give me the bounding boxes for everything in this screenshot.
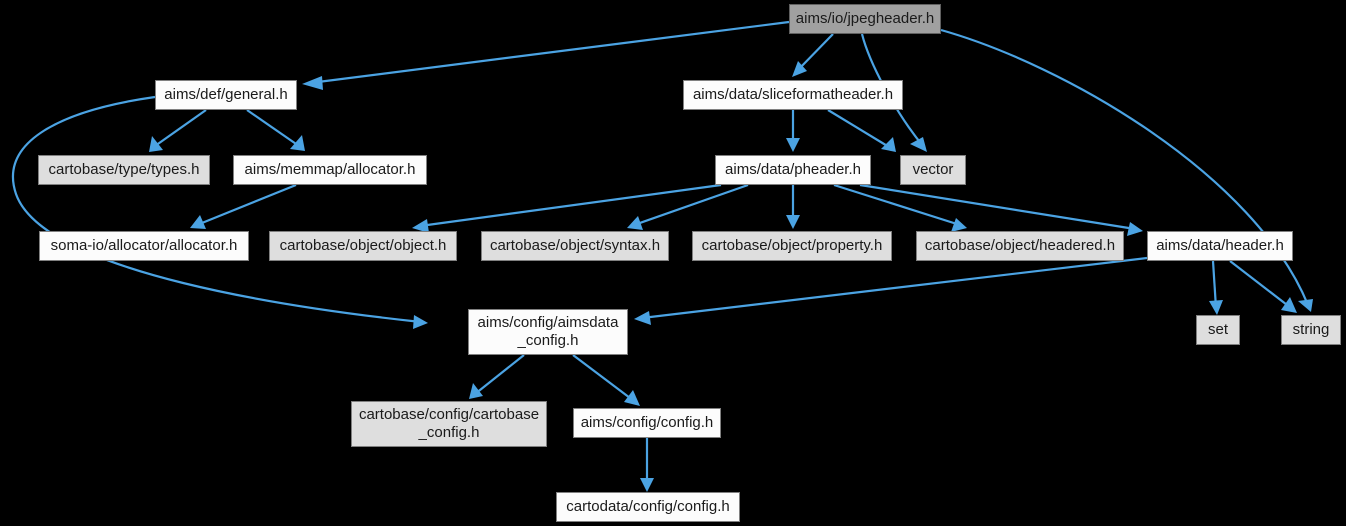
graph-edge <box>11 95 428 329</box>
graph-node-label: aims/def/general.h <box>164 86 288 103</box>
graph-edge <box>190 183 297 229</box>
graph-node-pheader[interactable]: aims/data/pheader.h <box>715 155 871 185</box>
arrow-head-icon <box>951 218 967 232</box>
arrow-head-icon <box>1209 300 1223 315</box>
graph-edge <box>792 33 834 77</box>
arrow-head-icon <box>640 478 654 492</box>
arrow-head-icon <box>792 61 807 77</box>
graph-node-label: cartobase/object/syntax.h <box>489 237 661 254</box>
graph-edge <box>940 28 1313 312</box>
arrow-head-icon <box>302 76 323 90</box>
arrow-head-icon <box>624 390 640 406</box>
graph-edge <box>827 109 896 152</box>
arrow-head-icon <box>634 311 651 325</box>
graph-node-somaalloc[interactable]: soma-io/allocator/allocator.h <box>39 231 249 261</box>
graph-edge <box>302 20 790 90</box>
graph-node-label: aims/io/jpegheader.h <box>795 10 935 27</box>
graph-node-label: cartobase/object/headered.h <box>924 237 1116 254</box>
graph-node-aimsdataconfig[interactable]: aims/config/aimsdata _config.h <box>468 309 628 355</box>
graph-node-label: soma-io/allocator/allocator.h <box>50 237 238 254</box>
graph-edge <box>149 109 207 152</box>
graph-node-label: aims/data/header.h <box>1156 237 1284 254</box>
graph-node-label: cartobase/config/cartobase _config.h <box>358 406 540 441</box>
graph-node-jpegheader[interactable]: aims/io/jpegheader.h <box>789 4 941 34</box>
graph-node-cartobaseconfig[interactable]: cartobase/config/cartobase _config.h <box>351 401 547 447</box>
graph-node-header[interactable]: aims/data/header.h <box>1147 231 1293 261</box>
arrow-head-icon <box>627 216 643 230</box>
graph-node-object[interactable]: cartobase/object/object.h <box>269 231 457 261</box>
graph-node-label: set <box>1207 321 1228 338</box>
graph-edge <box>859 183 1143 236</box>
graph-edge <box>786 185 800 229</box>
arrow-head-icon <box>1127 222 1143 236</box>
graph-node-property[interactable]: cartobase/object/property.h <box>692 231 892 261</box>
graph-edge <box>833 183 967 232</box>
graph-edge <box>469 354 525 399</box>
graph-node-label: aims/data/sliceformatheader.h <box>692 86 894 103</box>
arrow-head-icon <box>881 137 896 152</box>
graph-node-syntax[interactable]: cartobase/object/syntax.h <box>481 231 669 261</box>
arrow-head-icon <box>190 215 206 229</box>
arrow-head-icon <box>412 219 429 233</box>
graph-node-general[interactable]: aims/def/general.h <box>155 80 297 110</box>
graph-node-aimsconfig[interactable]: aims/config/config.h <box>573 408 721 438</box>
arrow-head-icon <box>1298 299 1313 312</box>
arrow-head-icon <box>1281 297 1297 313</box>
arrow-head-icon <box>149 136 163 152</box>
graph-edge <box>786 110 800 152</box>
graph-node-label: cartobase/object/object.h <box>279 237 447 254</box>
graph-edge <box>412 183 722 233</box>
graph-node-label: aims/config/aimsdata _config.h <box>477 314 619 349</box>
graph-node-label: aims/data/pheader.h <box>725 161 861 178</box>
graph-edge <box>1209 260 1223 315</box>
graph-edge <box>246 109 305 151</box>
arrow-head-icon <box>469 383 483 399</box>
graph-edge <box>1229 260 1297 313</box>
graph-node-sliceformat[interactable]: aims/data/sliceformatheader.h <box>683 80 903 110</box>
graph-node-label: aims/memmap/allocator.h <box>244 161 416 178</box>
graph-edge <box>627 183 749 230</box>
arrow-head-icon <box>786 215 800 229</box>
graph-node-cartodataconfig[interactable]: cartodata/config/config.h <box>556 492 740 522</box>
graph-node-label: cartobase/object/property.h <box>701 237 883 254</box>
graph-node-label: cartodata/config/config.h <box>566 498 730 515</box>
graph-node-label: aims/config/config.h <box>580 414 714 431</box>
graph-edge <box>634 256 1148 325</box>
graph-node-label: cartobase/type/types.h <box>48 161 200 178</box>
graph-edge <box>640 438 654 492</box>
graph-edge <box>572 354 640 406</box>
graph-node-vector[interactable]: vector <box>900 155 966 185</box>
arrow-head-icon <box>290 135 305 151</box>
graph-node-label: vector <box>912 161 954 178</box>
graph-node-types[interactable]: cartobase/type/types.h <box>38 155 210 185</box>
graph-node-string[interactable]: string <box>1281 315 1341 345</box>
graph-node-headered[interactable]: cartobase/object/headered.h <box>916 231 1124 261</box>
arrow-head-icon <box>910 137 927 152</box>
arrow-head-icon <box>413 315 428 329</box>
graph-node-set[interactable]: set <box>1196 315 1240 345</box>
graph-node-memmapalloc[interactable]: aims/memmap/allocator.h <box>233 155 427 185</box>
arrow-head-icon <box>786 138 800 152</box>
graph-node-label: string <box>1292 321 1330 338</box>
